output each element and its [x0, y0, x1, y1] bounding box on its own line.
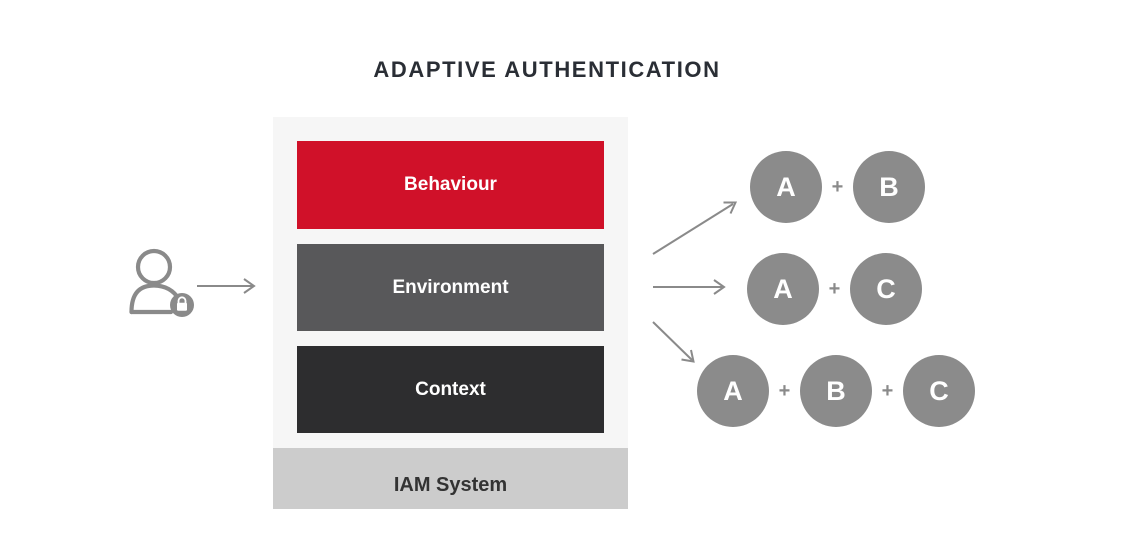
factor-context-label: Context [415, 378, 486, 400]
factor-circle-a: A [697, 355, 769, 427]
factor-context-bar: Context [297, 346, 604, 433]
plus-separator: + [881, 379, 894, 402]
circle-letter: C [929, 375, 949, 406]
factor-behaviour-label: Behaviour [404, 174, 497, 195]
circle-letter: B [879, 171, 899, 202]
arrow-right-icon [197, 278, 256, 294]
combo-row-abc: A + B + C [697, 355, 975, 427]
plus-separator: + [778, 379, 791, 402]
circle-letter: C [876, 273, 896, 304]
page-title: ADAPTIVE AUTHENTICATION [373, 57, 721, 82]
plus-separator: + [828, 277, 841, 300]
fan-arrows-icon [652, 201, 738, 363]
circle-letter: A [776, 171, 796, 202]
circle-letter: A [723, 375, 743, 406]
factor-circle-a: A [750, 151, 822, 223]
iam-system-label: IAM System [393, 474, 508, 496]
combo-row-ab: A + B [750, 151, 925, 223]
factor-circle-a: A [747, 253, 819, 325]
combo-row-ac: A + C [747, 253, 922, 325]
factor-environment-label: Environment [392, 276, 509, 298]
factor-circle-c: C [903, 355, 975, 427]
factor-behaviour-bar: Behaviour [297, 141, 604, 229]
factor-environment-bar: Environment [297, 244, 604, 331]
factor-circle-b: B [853, 151, 925, 223]
iam-system-bar: IAM System [273, 448, 628, 509]
factor-circle-c: C [850, 253, 922, 325]
user-lock-icon [129, 248, 194, 317]
circle-letter: B [826, 375, 846, 406]
plus-separator: + [831, 175, 844, 198]
auth-factors-panel: Behaviour Environment Context IAM System [273, 117, 628, 509]
factor-circle-b: B [800, 355, 872, 427]
circle-letter: A [773, 273, 793, 304]
